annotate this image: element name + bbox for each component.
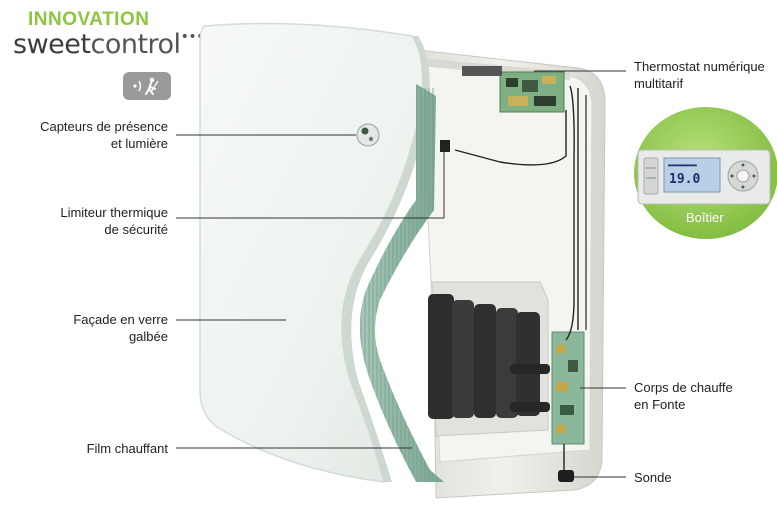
lcd-header: ▬▬▬▬▬▬▬▬	[668, 162, 697, 169]
presence-badge	[123, 72, 171, 100]
label-facade-line2: galbée	[128, 329, 168, 344]
label-film: Film chauffant	[86, 441, 168, 456]
label-capteurs-line1: Capteurs de présence	[40, 119, 168, 134]
brand-control: control	[90, 29, 181, 60]
wiring	[454, 85, 587, 477]
presence-sensor-icon	[133, 77, 159, 95]
label-corps-line1: Corps de chauffe	[634, 380, 733, 395]
label-corps-line2: en Fonte	[634, 397, 686, 412]
heating-film	[359, 84, 444, 482]
brand-innovation: INNOVATION	[28, 9, 150, 30]
label-sonde: Sonde	[634, 470, 672, 485]
label-facade: Façade en verre galbée	[10, 311, 168, 345]
glass-facade	[199, 22, 430, 483]
label-corps: Corps de chauffe en Fonte	[634, 379, 774, 413]
brand-sweetcontrol: sweetcontrol•••	[13, 29, 204, 60]
cast-iron-heating-body	[428, 281, 550, 437]
leader-lines	[176, 70, 626, 478]
label-limiteur: Limiteur thermique de sécurité	[10, 204, 168, 238]
label-capteurs-line2: et lumière	[110, 136, 168, 151]
probe-sensor	[558, 470, 574, 482]
label-capteurs: Capteurs de présence et lumière	[10, 118, 168, 152]
thermostat-board	[462, 66, 565, 113]
label-facade-line1: Façade en verre	[73, 312, 168, 327]
brand-dots: •••	[180, 29, 205, 45]
label-thermostat-line2: multitarif	[634, 76, 684, 91]
lcd-temperature: 19.0	[669, 172, 701, 187]
power-board	[551, 331, 585, 445]
label-limiteur-line1: Limiteur thermique	[60, 205, 168, 220]
thermal-limiter	[440, 140, 450, 152]
boitier-label: Boîtier	[686, 210, 724, 225]
label-thermostat: Thermostat numérique multitarif	[634, 58, 774, 92]
boitier-circle	[634, 107, 777, 239]
label-limiteur-line2: de sécurité	[104, 222, 168, 237]
label-thermostat-line1: Thermostat numérique	[634, 59, 765, 74]
brand-sweet: sweet	[13, 29, 91, 60]
